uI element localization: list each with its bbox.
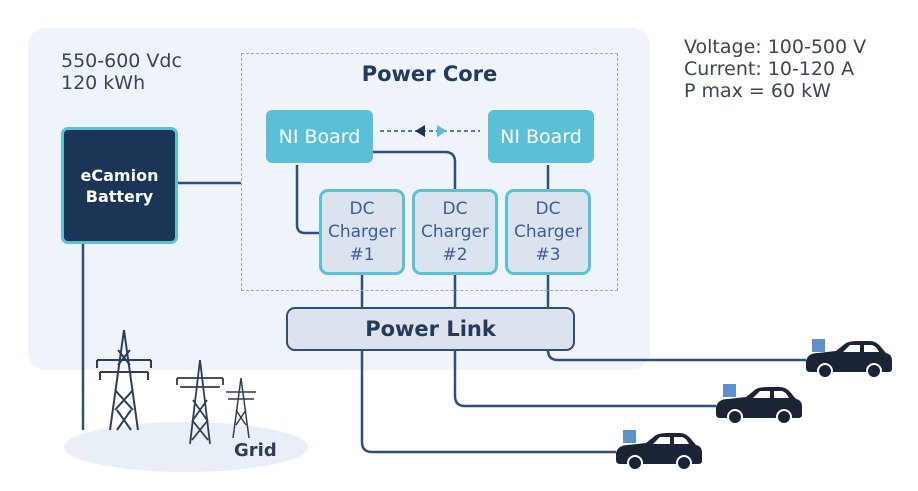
charger2-car-wire xyxy=(453,275,716,408)
charger-voltage: Voltage: 100-500 V xyxy=(684,36,867,58)
battery-label-line2: Battery xyxy=(85,186,154,206)
bidirectional-arrow-icon xyxy=(380,125,480,137)
charger-2-line2: Charger xyxy=(421,221,489,242)
charger-1-line2: Charger xyxy=(328,221,396,242)
charger-1-line3: #1 xyxy=(349,244,375,265)
charger-specs: Voltage: 100-500 V Current: 10-120 A P m… xyxy=(684,36,866,102)
charger1-car-wire xyxy=(360,275,616,454)
car-icon xyxy=(806,341,892,379)
charger-1-line1: DC xyxy=(349,198,375,219)
dc-charger-1: DC Charger #1 xyxy=(319,189,405,275)
ni-board-right: NI Board xyxy=(488,110,594,163)
charger-3-line1: DC xyxy=(535,198,561,219)
charger-current: Current: 10-120 A xyxy=(684,58,855,80)
charger-2-line3: #2 xyxy=(442,244,468,265)
ni-board-left-label: NI Board xyxy=(278,125,361,148)
transmission-tower-icon xyxy=(96,329,152,431)
ni-board-right-label: NI Board xyxy=(500,125,582,148)
dc-charger-3: DC Charger #3 xyxy=(505,189,591,275)
car-icon xyxy=(616,433,702,471)
ni-charger1-wire xyxy=(295,165,319,235)
power-link: Power Link xyxy=(286,307,575,351)
power-core-boundary xyxy=(241,53,618,291)
grid-label: Grid xyxy=(234,440,277,461)
power-core-title: Power Core xyxy=(361,62,498,86)
battery-specs: 550-600 Vdc 120 kWh xyxy=(61,50,182,94)
battery-label-line1: eCamion xyxy=(80,165,159,185)
charger-pmax: P max = 60 kW xyxy=(684,80,831,102)
power-link-label: Power Link xyxy=(365,317,496,341)
charger-2-line1: DC xyxy=(442,198,468,219)
ni-board-left: NI Board xyxy=(266,110,373,163)
transmission-tower-icon xyxy=(226,377,256,439)
transmission-tower-icon xyxy=(176,359,224,445)
grid-ground xyxy=(64,422,308,472)
battery-capacity: 120 kWh xyxy=(61,72,146,94)
car-icon xyxy=(716,387,802,425)
ni-charger2-wire xyxy=(373,150,457,189)
connector-icon xyxy=(812,339,825,352)
battery-voltage: 550-600 Vdc xyxy=(61,50,182,72)
charger-3-line3: #3 xyxy=(535,244,561,265)
connector-icon xyxy=(623,430,636,443)
dc-charger-2: DC Charger #2 xyxy=(412,189,498,275)
charger-3-line2: Charger xyxy=(514,221,582,242)
connector-icon xyxy=(723,384,736,397)
ecamion-battery: eCamion Battery xyxy=(61,127,178,244)
